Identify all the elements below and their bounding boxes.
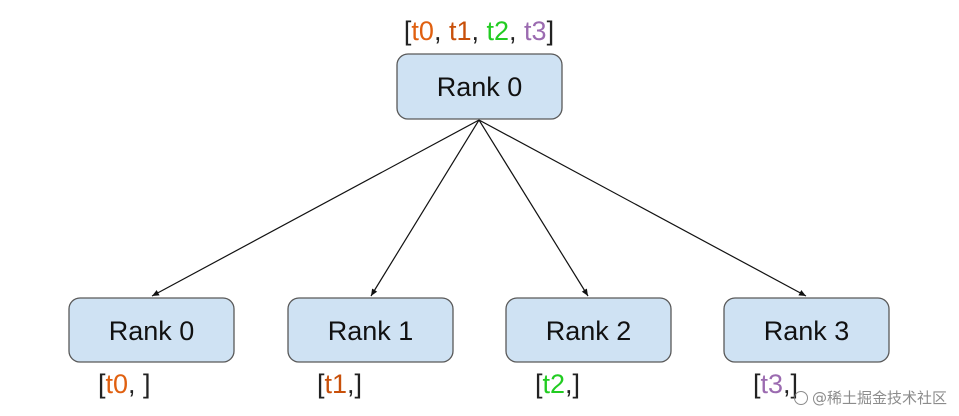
child-node-label: Rank 0 [109, 316, 195, 346]
tensor-t3: t3 [761, 369, 784, 399]
root-node-box [396, 53, 563, 120]
tensor-t0: t0 [411, 16, 434, 46]
separator: , [471, 16, 486, 46]
tensor-t0: t0 [106, 369, 129, 399]
separator: , [509, 16, 524, 46]
suffix: , ] [128, 369, 151, 399]
watermark-text: @稀土掘金技术社区 [811, 389, 947, 407]
child-tensor-list-rank-0: [t0, ] [98, 369, 151, 399]
child-node-box [68, 297, 235, 363]
tensor-t1: t1 [325, 369, 348, 399]
child-tensor-list-rank-2: [t2,] [535, 369, 580, 399]
suffix: ,] [565, 369, 580, 399]
child-tensor-list-rank-3: [t3,] [753, 369, 798, 399]
edge-root-to-rank-2 [478, 119, 589, 297]
tensor-t2: t2 [543, 369, 566, 399]
child-node-box [505, 297, 672, 363]
root-node-label: Rank 0 [437, 72, 523, 102]
root-tensor-list: [t0, t1, t2, t3] [404, 16, 554, 46]
open-bracket: [ [753, 369, 761, 399]
child-node-box [287, 297, 454, 363]
child-node-rank-3: Rank 3 [723, 297, 890, 363]
child-node-label: Rank 1 [328, 316, 414, 346]
child-node-box [723, 297, 890, 363]
child-node-rank-0: Rank 0 [68, 297, 235, 363]
circle-icon [793, 390, 808, 405]
child-node-rank-1: Rank 1 [287, 297, 454, 363]
edge-root-to-rank-0 [151, 119, 480, 297]
edge-root-to-rank-3 [478, 119, 807, 297]
child-node-label: Rank 2 [546, 316, 632, 346]
child-tensor-list-rank-1: [t1,] [317, 369, 362, 399]
edge-root-to-rank-1 [370, 119, 480, 297]
root-node: Rank 0 [396, 53, 563, 120]
watermark: @稀土掘金技术社区 [793, 387, 947, 408]
close-bracket: ] [547, 16, 555, 46]
edges [151, 119, 807, 297]
separator: , [434, 16, 449, 46]
open-bracket: [ [98, 369, 106, 399]
child-node-label: Rank 3 [764, 316, 850, 346]
child-node-rank-2: Rank 2 [505, 297, 672, 363]
suffix: ,] [783, 369, 798, 399]
tensor-t2: t2 [487, 16, 510, 46]
open-bracket: [ [535, 369, 543, 399]
open-bracket: [ [317, 369, 325, 399]
suffix: ,] [347, 369, 362, 399]
tensor-t3: t3 [524, 16, 547, 46]
tensor-t1: t1 [449, 16, 472, 46]
open-bracket: [ [404, 16, 412, 46]
